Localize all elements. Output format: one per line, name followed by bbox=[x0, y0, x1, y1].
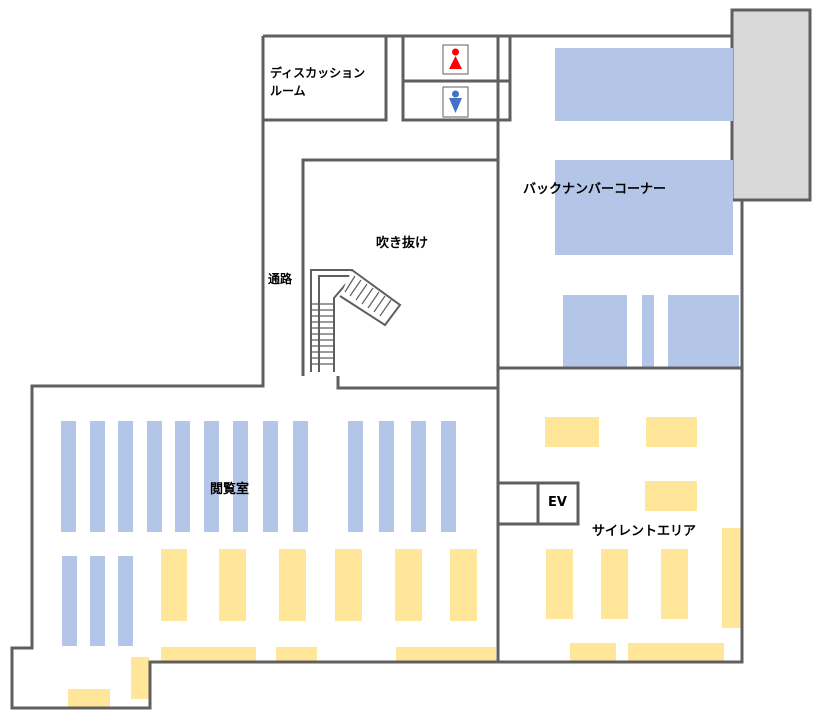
reading-room-label: 閲覧室 bbox=[210, 482, 250, 497]
male-restroom-icon bbox=[442, 86, 469, 118]
silent-desk bbox=[601, 549, 628, 619]
silent-desk bbox=[722, 528, 741, 628]
reading-desk bbox=[68, 689, 110, 707]
discussion-room-label: ディスカッション ルーム bbox=[270, 64, 365, 100]
silent-desk bbox=[646, 417, 697, 447]
reading-desk bbox=[396, 647, 496, 662]
silent-desk bbox=[661, 549, 688, 619]
silent-desk bbox=[570, 643, 616, 662]
stair-steps bbox=[312, 275, 392, 365]
walls bbox=[10, 34, 744, 710]
external-block bbox=[730, 8, 812, 202]
reading-desk bbox=[219, 549, 246, 621]
reading-shelf bbox=[379, 421, 394, 532]
reading-shelf bbox=[233, 421, 248, 532]
silent-desk bbox=[645, 481, 697, 511]
reading-shelf bbox=[90, 556, 105, 646]
reading-desk bbox=[161, 549, 187, 621]
reading-desk bbox=[450, 549, 477, 621]
staircase bbox=[310, 269, 402, 372]
backnumber-shelf bbox=[563, 295, 627, 367]
reading-desk bbox=[279, 549, 306, 621]
silent-desk bbox=[546, 549, 573, 619]
reading-shelf bbox=[118, 421, 133, 532]
discussion-room-label-line1: ディスカッション bbox=[270, 66, 366, 80]
reading-shelf bbox=[348, 421, 363, 532]
reading-desk bbox=[161, 647, 256, 662]
silent-area-label: サイレントエリア bbox=[592, 524, 697, 539]
reading-desk bbox=[131, 657, 149, 699]
passage-label: 通路 bbox=[268, 272, 293, 286]
reading-desk bbox=[395, 549, 422, 621]
silent-desk bbox=[545, 417, 599, 447]
discussion-room-label-line2: ルーム bbox=[270, 84, 306, 98]
reading-shelf bbox=[441, 421, 456, 532]
reading-shelf bbox=[411, 421, 426, 532]
reading-shelf bbox=[90, 421, 105, 532]
female-restroom-icon bbox=[442, 44, 469, 75]
reading-shelf bbox=[147, 421, 162, 532]
atrium-label: 吹き抜け bbox=[376, 236, 429, 251]
backnumber-shelf bbox=[555, 48, 733, 121]
backnumber-shelf bbox=[642, 295, 654, 367]
reading-shelf bbox=[204, 421, 219, 532]
reading-shelf bbox=[263, 421, 278, 532]
backnumber-shelf bbox=[555, 160, 733, 255]
reading-shelf bbox=[61, 421, 76, 532]
silent-desk bbox=[628, 643, 724, 662]
reading-desk bbox=[276, 647, 317, 662]
backnumber-shelf bbox=[668, 295, 739, 367]
reading-desk bbox=[335, 549, 362, 621]
reading-shelf bbox=[62, 556, 77, 646]
reading-shelf bbox=[293, 421, 308, 532]
backnumber-corner-label: バックナンバーコーナー bbox=[523, 182, 667, 197]
reading-shelf bbox=[175, 421, 190, 532]
reading-shelf bbox=[118, 556, 133, 646]
elevator-label: EV bbox=[548, 495, 567, 510]
